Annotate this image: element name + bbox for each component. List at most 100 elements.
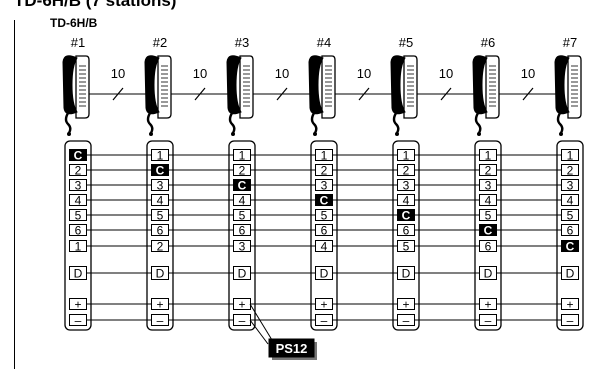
handset-cord [310,112,318,134]
power-minus-box [69,314,87,326]
terminal-box [69,240,87,252]
terminal-box [479,149,497,161]
terminal-label: 4 [321,240,328,254]
common-terminal-label: C [402,209,411,223]
door-terminal-label: D [566,267,575,281]
door-terminal-box [151,266,169,280]
terminal-frame [64,140,92,331]
link-label: 10 [357,66,371,81]
power-plus-box [151,298,169,310]
link-slash [522,87,534,101]
power-minus-label: – [485,314,492,328]
terminal-label: 1 [239,149,246,163]
power-plus-box [69,298,87,310]
power-plus-label: + [74,298,81,312]
terminal-label: 6 [403,224,410,238]
door-terminal-box [233,266,251,280]
terminal-frame [228,140,256,331]
terminal-frame [310,140,338,331]
link-slash [112,87,124,101]
handset-base [75,55,90,119]
common-terminal-label: C [156,164,165,178]
common-terminal-box [479,224,497,236]
terminal-box [151,149,169,161]
power-wire-minus [249,319,269,345]
station-label: #4 [317,35,331,50]
terminal-box [233,149,251,161]
terminal-label: 1 [403,149,410,163]
handset-base [567,55,582,119]
terminal-label: 2 [321,164,328,178]
station-label: #5 [399,35,413,50]
wires [86,154,562,321]
terminal-box [69,164,87,176]
terminal-box [151,194,169,206]
terminal-box [233,209,251,221]
power-minus-label: – [75,314,82,328]
terminal-box [315,240,333,252]
terminal-label: 2 [403,164,410,178]
station-label: #6 [481,35,495,50]
terminal-box [561,179,579,191]
terminal-box [233,164,251,176]
handset-base [321,55,336,119]
common-terminal-label: C [320,194,329,208]
terminal-box [397,240,415,252]
terminal-label: 4 [485,194,492,208]
power-minus-label: – [157,314,164,328]
terminal-box [397,149,415,161]
common-terminal-box [561,240,579,252]
handset-cord [556,112,564,134]
terminal-box [151,209,169,221]
handset-cord-end [231,132,235,136]
terminal-label: 3 [157,179,164,193]
terminal-label: 4 [403,194,410,208]
handset-receiver [308,55,324,115]
terminal-label: 1 [485,149,492,163]
common-terminal-label: C [74,149,83,163]
diagram-heading: TD-6H/B (7 stations) [14,0,177,10]
power-minus-box [315,314,333,326]
power-plus-label: + [402,298,409,312]
power-supply-box [268,338,315,358]
terminal-box [315,164,333,176]
handset-cord-end [559,132,563,136]
terminal-label: 1 [567,149,574,163]
common-terminal-box [233,179,251,191]
terminal-box [151,240,169,252]
terminal-label: 6 [321,224,328,238]
terminal-label: 2 [239,164,246,178]
common-terminal-label: C [238,179,247,193]
terminal-label: 1 [321,149,328,163]
power-minus-box [561,314,579,326]
terminal-label: 5 [567,209,574,223]
common-terminal-label: C [566,240,575,254]
link-slash [358,87,370,101]
terminal-box [397,164,415,176]
power-plus-label: + [566,298,573,312]
terminal-box [479,164,497,176]
handset-cord [474,112,482,134]
terminal-label: 3 [485,179,492,193]
terminal-label: 3 [239,240,246,254]
terminal-label: 3 [567,179,574,193]
terminal-label: 6 [567,224,574,238]
terminal-label: 6 [75,224,82,238]
terminal-frame [146,140,174,331]
link-label: 10 [111,66,125,81]
terminal-label: 1 [157,149,164,163]
common-terminal-box [69,149,87,161]
power-minus-box [151,314,169,326]
door-terminal-label: D [74,267,83,281]
common-terminal-box [397,209,415,221]
terminal-frame [474,140,502,331]
terminal-label: 6 [485,240,492,254]
handset-icon [144,55,172,136]
handset-icon [308,55,336,136]
terminal-box [233,240,251,252]
